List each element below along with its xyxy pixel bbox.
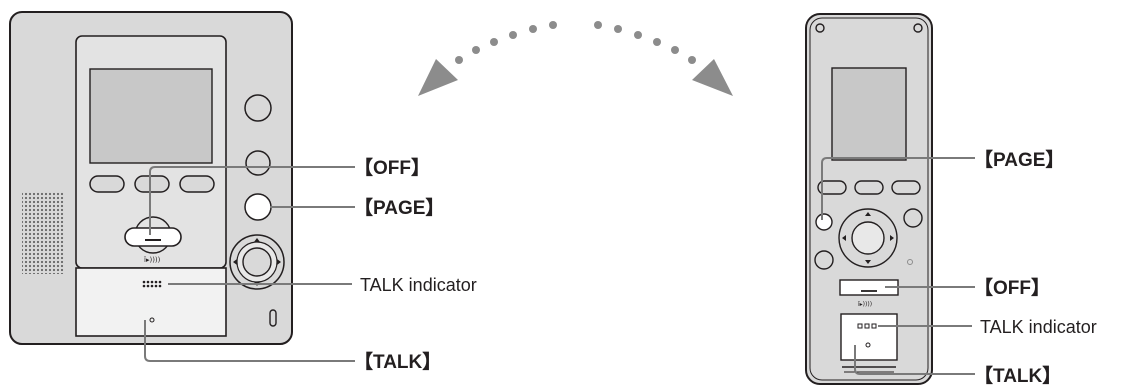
main-switch (269, 309, 277, 327)
main-round-button-2 (245, 150, 271, 176)
sub-page-button (815, 213, 833, 231)
sub-function-button-1 (817, 180, 847, 195)
main-talk-indicator-lamp (142, 280, 162, 288)
main-function-button-1 (89, 175, 125, 193)
main-screen (89, 68, 213, 164)
main-talk-leader (144, 320, 355, 362)
main-page-label: 【PAGE】 (354, 196, 444, 219)
sub-function-button-2 (854, 180, 884, 195)
speaker-grille (22, 192, 64, 274)
sub-navigation-pad (838, 208, 898, 268)
main-talk-label: 【TALK】 (354, 350, 441, 373)
main-navigation-pad (229, 234, 285, 290)
right-arrow-head (692, 59, 733, 96)
sub-monitor: ǐ▸)))) (805, 13, 933, 385)
svg-text:ǐ▸)))): ǐ▸)))) (857, 301, 872, 308)
sub-talk-leader (854, 345, 975, 375)
sub-off-label: 【OFF】 (974, 276, 1050, 299)
sub-talk-indicator-label: TALK indicator (980, 317, 1097, 337)
sub-page-label: 【PAGE】 (974, 148, 1064, 171)
sub-page-leader (821, 157, 975, 220)
sub-screen (831, 67, 907, 161)
svg-text:ǐ▸)))): ǐ▸)))) (143, 256, 161, 264)
main-function-button-3 (179, 175, 215, 193)
main-lower-panel (75, 267, 227, 337)
main-off-leader (149, 166, 355, 235)
sub-round-button-2 (814, 250, 834, 270)
sub-talk-button (840, 313, 898, 361)
left-arrow-head (418, 59, 458, 96)
main-page-button (244, 193, 272, 221)
sub-function-button-3 (891, 180, 921, 195)
main-talk-mic (149, 317, 155, 323)
wireless-link-indicator (418, 21, 733, 96)
main-talk-indicator-label: TALK indicator (360, 275, 477, 295)
sub-round-button (903, 208, 923, 228)
main-round-button-1 (244, 94, 272, 122)
main-off-button (124, 227, 182, 247)
main-off-label: 【OFF】 (354, 156, 430, 179)
sub-talk-indicator-lamp (857, 323, 877, 329)
main-function-button-2 (134, 175, 170, 193)
sub-talk-label: 【TALK】 (974, 364, 1061, 387)
